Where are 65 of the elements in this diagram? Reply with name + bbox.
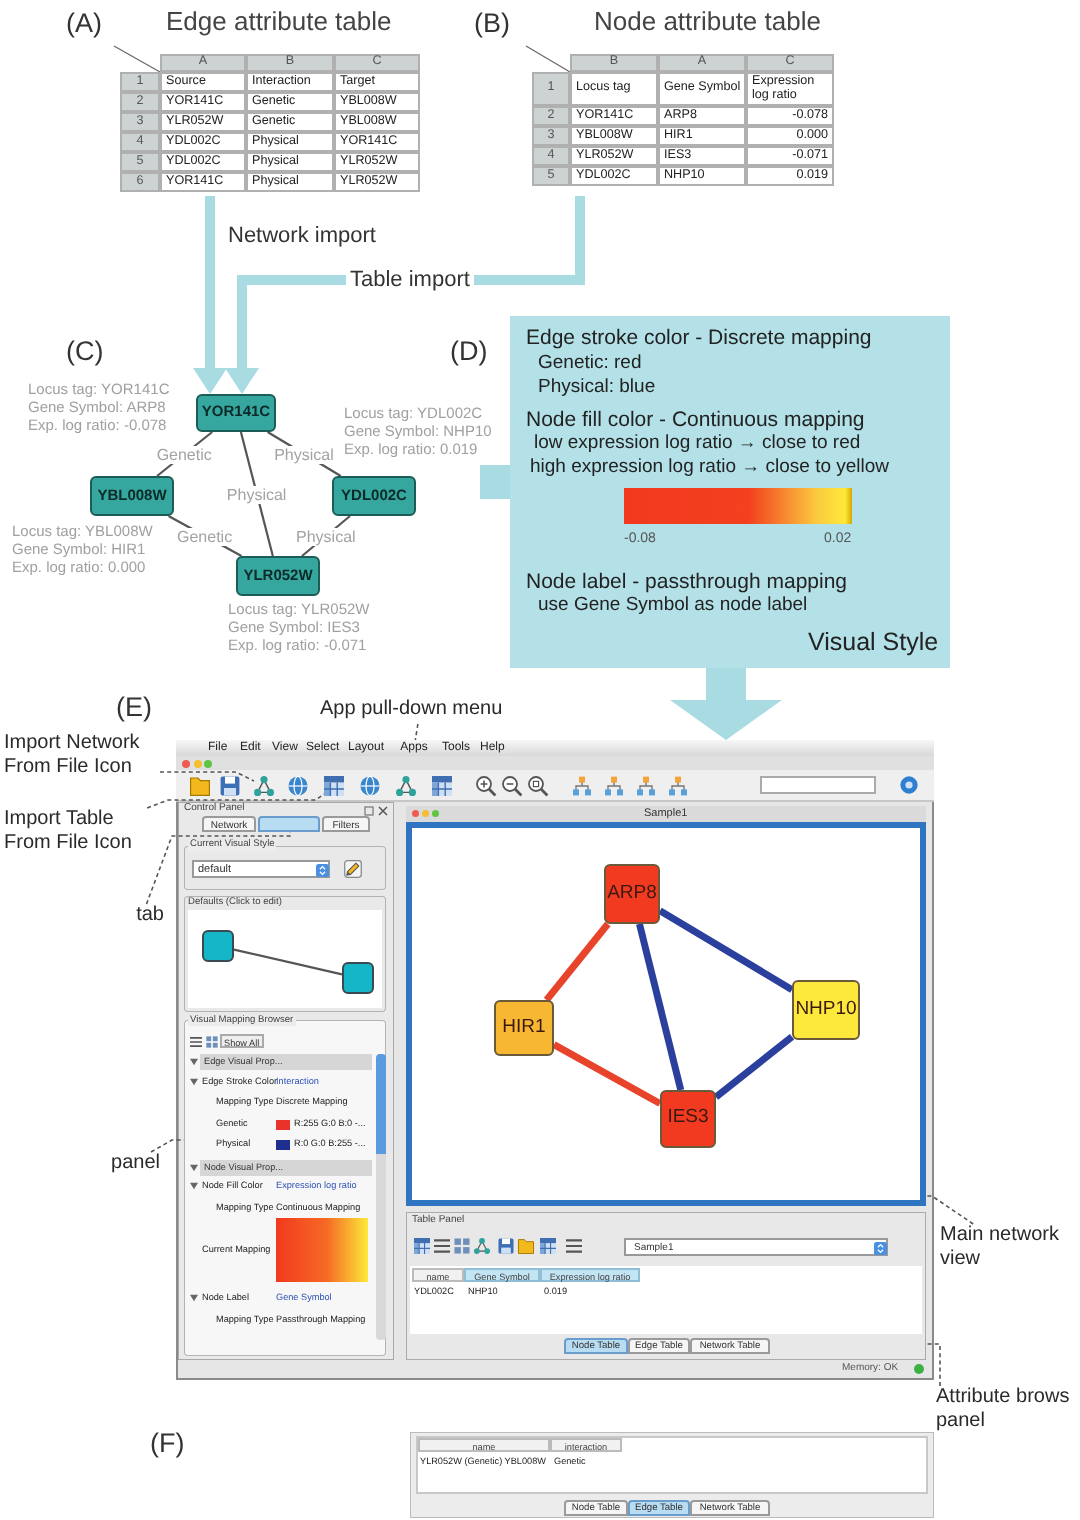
mapping-detail: use Gene Symbol as node label [538,596,808,618]
edge-label: Network import [224,224,380,250]
network-edge [543,921,611,1003]
edge-label: Genetic [152,445,216,464]
callout-box [510,316,950,668]
panel-letter: (B) [474,8,510,40]
leader-line [925,1343,941,1387]
mapping-detail: Physical: blue [538,378,656,400]
leader-line [146,793,325,809]
callout-label: Import Table From File Icon [4,808,160,858]
network-edge [239,431,274,557]
edge-label: Physical [292,527,360,546]
mapping-detail: Genetic: red [538,354,642,376]
table-title: Node attribute table [594,8,821,38]
leader-line [414,723,419,741]
network-node: HIR1 [494,1000,554,1056]
table-icon [324,776,344,796]
connector-bar [480,465,510,499]
mapping-detail: high expression log ratio → close to yellow [530,458,890,480]
edge-label: Table import [346,267,474,293]
app-window [176,740,934,1380]
mapping-heading: Node fill color - Continuous mapping [526,408,865,433]
side-panel [178,802,394,1360]
callout-label: Attribute brows panel [936,1386,1080,1436]
panel-letter: (A) [66,8,102,40]
callout-label: Import Network From File Icon [4,732,160,782]
network-node: ARP8 [604,864,660,924]
network-icon [254,776,274,796]
callout-label: Main network view [940,1224,1080,1274]
group-box [184,896,386,1012]
mapping-detail: low expression log ratio → close to red [534,434,861,456]
arrow [670,668,782,740]
tab [258,816,320,832]
network-edge [233,948,343,976]
network-node: NHP10 [792,980,860,1040]
edge-label: Genetic [173,527,237,546]
panel-letter: (E) [116,692,152,724]
mapping-heading: Node label - passthrough mapping [526,570,848,595]
panel-letter: (F) [150,1428,185,1460]
panel-letter: (C) [66,336,104,368]
network-edge [713,1034,795,1100]
network-edge [552,1041,662,1107]
gradient-scale-bar [624,488,852,524]
node-shape [202,930,234,962]
network-edge [636,923,685,1091]
network-edge [658,907,794,993]
network-node: IES3 [660,1090,716,1148]
leader-line [925,1195,974,1225]
node-shape [342,962,374,994]
panel-letter: (D) [450,336,488,368]
callout-label: App pull-down menu [320,698,520,724]
table-title: Edge attribute table [166,8,392,38]
edge-label: Physical [222,485,291,504]
callout-label: tab [120,904,164,928]
leader-line [159,771,255,782]
arrow [197,196,223,394]
leader-line [145,831,291,905]
table-panel [410,1432,934,1518]
mapping-heading: Edge stroke color - Discrete mapping [526,326,872,351]
mapping-browser-panel [184,1020,386,1356]
table-panel [406,1212,926,1360]
edge-label: Physical [270,445,338,464]
leader-line [150,1139,185,1153]
callout-label: panel [100,1152,160,1176]
callout-title: Visual Style [808,628,939,657]
